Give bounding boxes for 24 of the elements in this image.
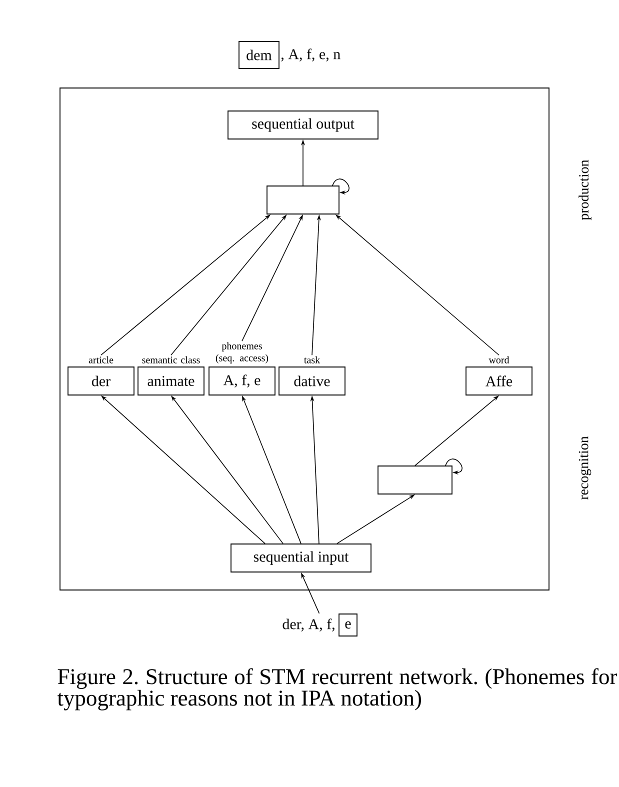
sequence-text: der, A, f, <box>282 618 334 632</box>
word-box: sequential input <box>230 544 372 572</box>
arrow <box>332 178 350 195</box>
empty-box <box>378 466 452 494</box>
word-box: dative <box>278 366 346 396</box>
word-box: der <box>68 366 134 396</box>
side-label: production <box>578 160 592 220</box>
word-box: dem <box>238 41 280 69</box>
frame-box <box>60 88 550 590</box>
empty-box <box>266 186 340 214</box>
unit-label: article <box>88 356 114 364</box>
sequence-text: , A, f, e, n <box>281 48 340 62</box>
word-box: sequential output <box>228 110 378 140</box>
unit-label: word <box>488 356 510 364</box>
caption: Figure 2. Structure of STM recurrent network. (Phonemes for typographic reasons not in IPA notation) <box>57 668 618 710</box>
unit-label: phonemes (seq. access) <box>216 342 268 364</box>
unit-label: semantic class <box>142 356 200 364</box>
word-box: Affe <box>466 366 532 396</box>
arrow <box>445 458 462 475</box>
word-box: e <box>338 614 358 636</box>
unit-label: task <box>304 356 320 364</box>
side-label: recognition <box>578 436 592 500</box>
word-box: A, f, e <box>208 366 276 396</box>
word-box: animate <box>138 366 204 396</box>
